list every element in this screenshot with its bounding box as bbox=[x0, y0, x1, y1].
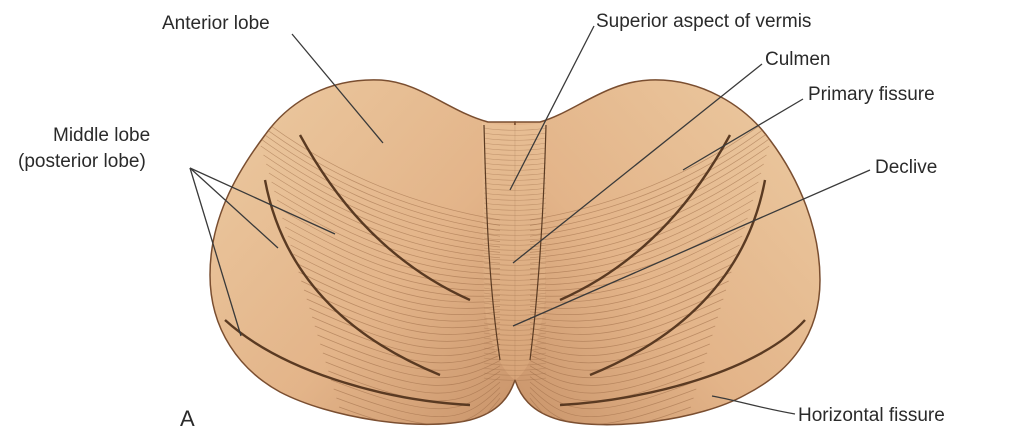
panel-letter: A bbox=[180, 408, 195, 430]
label-horizontal-fissure: Horizontal fissure bbox=[798, 405, 945, 427]
label-middle-lobe: Middle lobe bbox=[53, 125, 150, 147]
cerebellum-body bbox=[210, 80, 820, 425]
label-declive: Declive bbox=[875, 157, 937, 179]
label-culmen: Culmen bbox=[765, 49, 830, 71]
right-hemisphere bbox=[515, 80, 820, 425]
label-primary-fissure: Primary fissure bbox=[808, 84, 935, 106]
label-superior-vermis: Superior aspect of vermis bbox=[596, 11, 811, 33]
label-posterior-lobe: (posterior lobe) bbox=[18, 151, 146, 173]
label-anterior-lobe: Anterior lobe bbox=[162, 13, 270, 35]
left-hemisphere bbox=[210, 80, 515, 424]
